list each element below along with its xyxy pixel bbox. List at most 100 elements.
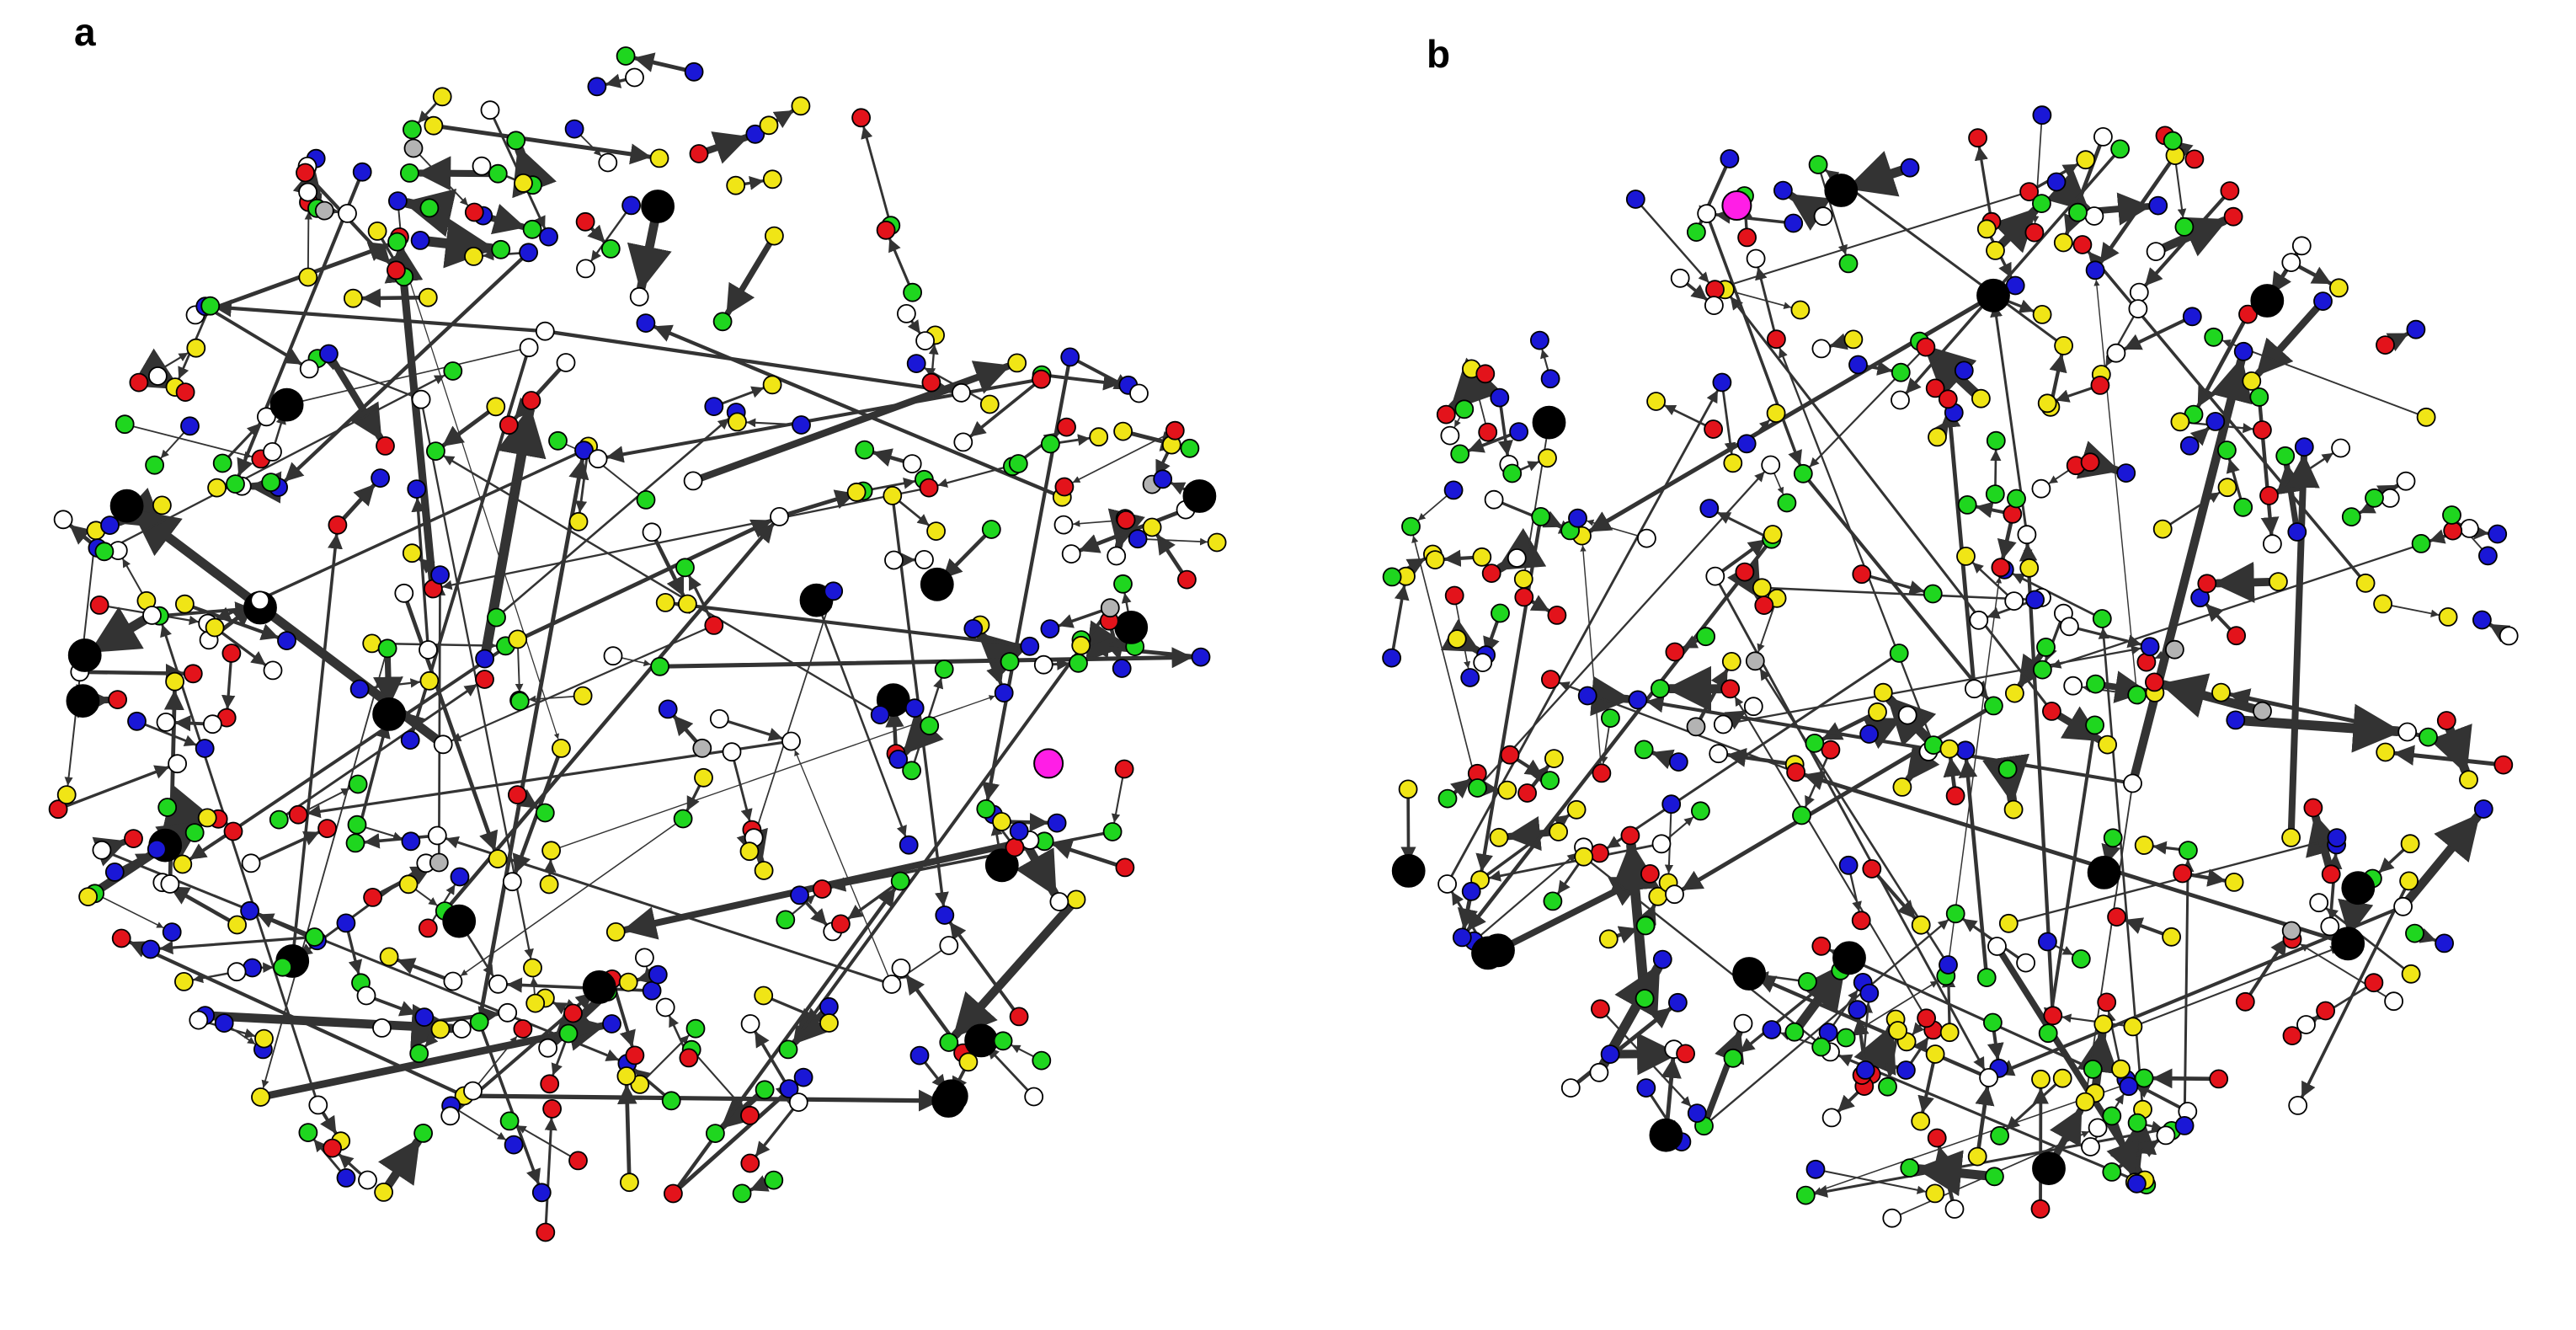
network-node (1811, 339, 1832, 359)
directed-edge (1466, 537, 1773, 932)
network-node (1737, 227, 1757, 248)
network-node (221, 644, 242, 663)
network-node (1964, 679, 1984, 699)
network-node (1468, 778, 1487, 798)
network-node (541, 841, 561, 861)
network-node (1547, 606, 1567, 625)
network-node (2235, 991, 2255, 1012)
network-node (180, 416, 200, 436)
directed-edge (1958, 758, 1989, 980)
network-node (2217, 478, 2237, 498)
hub-node (1824, 174, 1859, 207)
network-node (509, 692, 530, 711)
network-node (399, 163, 419, 183)
network-node (1705, 566, 1725, 586)
network-node (1761, 455, 1781, 475)
network-node (915, 331, 935, 351)
network-node (336, 1168, 356, 1188)
network-node (2205, 411, 2226, 431)
network-node (2007, 489, 2026, 509)
network-node (981, 520, 1001, 539)
network-node (1925, 378, 1945, 398)
network-node (576, 259, 595, 279)
network-node (1836, 1028, 1856, 1048)
network-node (363, 888, 383, 907)
directed-edge (1814, 1168, 1927, 1194)
network-node (2127, 685, 2147, 705)
directed-edge (1974, 146, 1993, 223)
network-node (1000, 652, 1020, 671)
network-node (2373, 594, 2393, 614)
network-node (1651, 679, 1670, 698)
network-node (2085, 260, 2105, 280)
network-node (1497, 780, 1517, 800)
network-node (124, 829, 143, 848)
directed-edge (1446, 390, 1719, 885)
directed-edge (103, 374, 445, 553)
network-node (214, 1013, 234, 1033)
network-node (1061, 544, 1081, 564)
network-node (1743, 697, 1763, 717)
directed-edge (1723, 190, 2030, 289)
network-node (2399, 871, 2419, 891)
network-node (175, 382, 195, 403)
network-node (1976, 968, 1997, 987)
directed-edge (2093, 280, 2138, 696)
network-node (568, 511, 589, 531)
network-node (1976, 219, 1997, 239)
network-node (2083, 1060, 2103, 1079)
network-node (692, 738, 712, 758)
network-node (1591, 999, 1610, 1019)
directed-edge (2051, 527, 2471, 669)
network-node (2384, 991, 2404, 1012)
network-node (1509, 422, 1528, 441)
hub-node (442, 904, 477, 938)
directed-edge (56, 765, 170, 811)
network-node (336, 913, 356, 933)
network-node (2216, 441, 2237, 460)
network-node (648, 964, 668, 985)
network-node (1979, 1068, 1999, 1087)
network-node (48, 799, 68, 820)
network-node (305, 927, 324, 947)
network-node (1911, 1111, 1931, 1131)
directed-edge (1779, 347, 1935, 746)
network-node (1544, 749, 1564, 768)
directed-edge (1730, 296, 2053, 713)
network-node (1054, 477, 1075, 497)
network-node (1713, 714, 1733, 734)
network-node (1443, 480, 1464, 500)
network-node (1723, 453, 1743, 473)
directed-edge (1693, 668, 1729, 729)
network-node (1848, 355, 1868, 375)
network-node (1967, 1146, 1987, 1167)
network-node (488, 974, 508, 994)
directed-edge (477, 458, 589, 1024)
directed-edge (213, 299, 547, 334)
directed-edge (986, 1046, 1036, 1098)
network-node (1878, 1076, 1897, 1097)
network-node (781, 731, 801, 751)
network-node (934, 660, 954, 679)
network-node (1986, 430, 2006, 451)
directed-edge (1845, 151, 1915, 197)
hub-node (641, 190, 675, 223)
network-node (2294, 437, 2314, 457)
network-node (323, 1138, 343, 1158)
network-node (1142, 517, 1162, 537)
network-node (1969, 610, 1989, 630)
network-node (2163, 131, 2183, 151)
network-node (78, 887, 98, 906)
network-node (1009, 821, 1029, 841)
network-node (1640, 864, 1660, 884)
network-node (704, 616, 724, 635)
network-node (502, 872, 522, 892)
network-node (1745, 651, 1765, 671)
network-node (1811, 1037, 1832, 1057)
network-node (1889, 644, 1909, 663)
network-node (212, 453, 232, 473)
network-node (1736, 434, 1757, 454)
network-node (2081, 1137, 2100, 1156)
hub-node (1471, 936, 1505, 970)
network-node (2102, 1106, 2122, 1126)
